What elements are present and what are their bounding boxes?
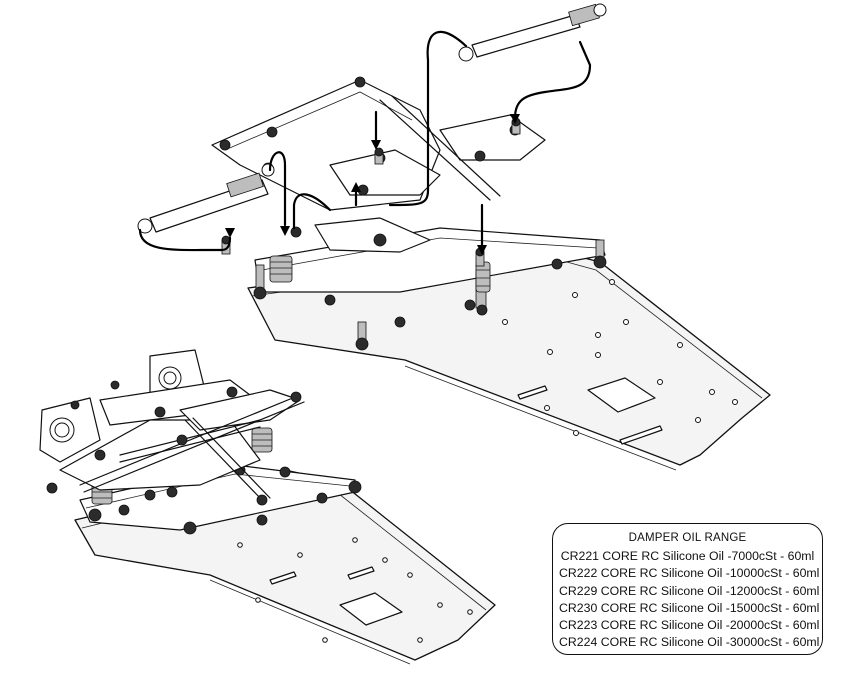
- top-damper-left: [137, 163, 275, 234]
- bottom-assembly: [39, 349, 496, 665]
- bottom-plate-cutout: [339, 592, 403, 626]
- top-steering-link: [379, 99, 491, 201]
- damper-oil-item: CR221 CORE RC Silicone Oil -7000cSt - 60…: [560, 549, 815, 563]
- damper-oil-item: CR229 CORE RC Silicone Oil -12000cSt - 6…: [559, 583, 820, 598]
- top-plate-cutout: [587, 377, 656, 413]
- damper-oil-item: CR230 CORE RC Silicone Oil -15000cSt - 6…: [559, 600, 820, 615]
- bottom-plate-holes: [237, 537, 473, 643]
- top-assembly: [137, 3, 771, 471]
- top-plate-holes: [502, 279, 738, 436]
- damper-oil-item: CR224 CORE RC Silicone Oil -30000cSt - 6…: [559, 635, 820, 650]
- top-damper-upper: [458, 3, 607, 62]
- damper-oil-range-box: DAMPER OIL RANGE CR221 CORE RC Silicone …: [552, 523, 823, 655]
- top-screws: [221, 117, 521, 267]
- top-assembly-arrows: [138, 30, 592, 255]
- bottom-links: [79, 394, 305, 501]
- damper-oil-item: CR223 CORE RC Silicone Oil -20000cSt - 6…: [559, 618, 820, 633]
- bottom-screws: [46, 380, 302, 516]
- damper-oil-title: DAMPER OIL RANGE: [628, 532, 747, 544]
- top-springs: [269, 255, 491, 293]
- damper-oil-item: CR222 CORE RC Silicone Oil -10000cSt - 6…: [559, 566, 820, 581]
